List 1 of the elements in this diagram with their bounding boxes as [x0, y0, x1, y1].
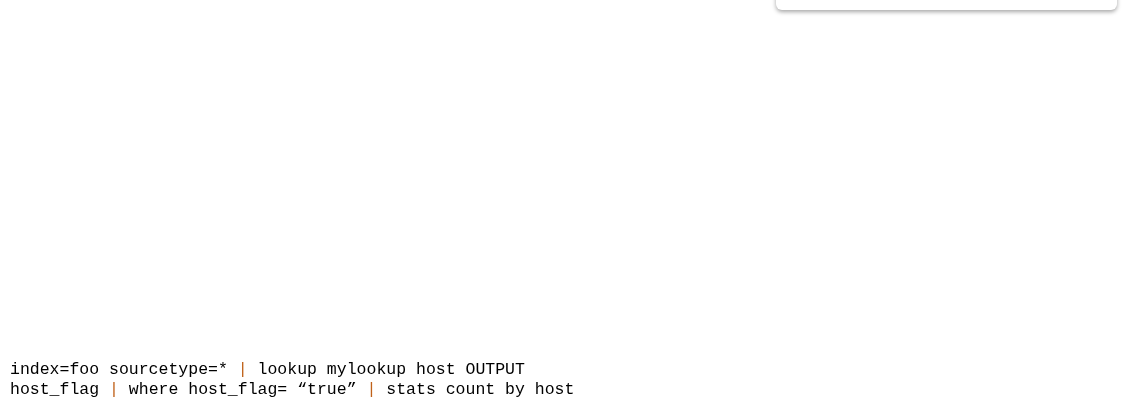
code-snippet: index=foo sourcetype=* | lookup mylookup host OUTPUT host_flag | where host_flag= “true” | stats count by host	[10, 360, 576, 400]
